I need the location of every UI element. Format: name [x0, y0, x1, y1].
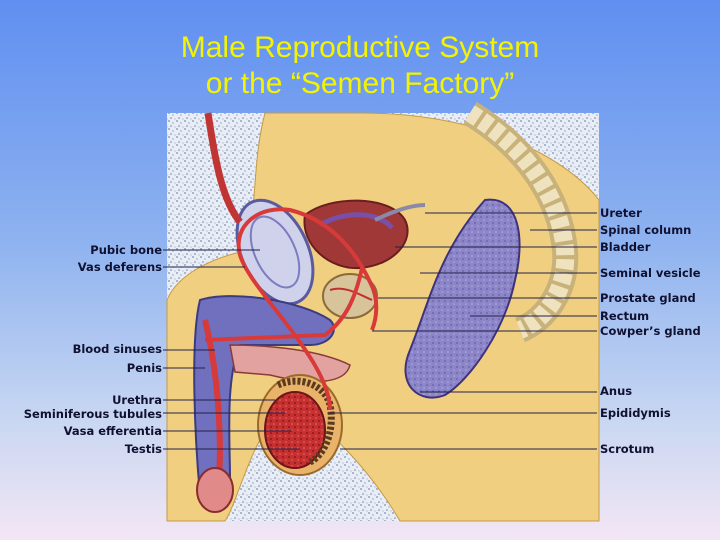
label-bladder: Bladder: [600, 240, 651, 254]
label-seminiferous-tubules: Seminiferous tubules: [23, 407, 162, 421]
spinal-column: [463, 101, 579, 343]
label-prostate-gland: Prostate gland: [600, 291, 696, 305]
label-vasa-efferentia: Vasa efferentia: [63, 424, 162, 438]
testis-shape: [264, 391, 326, 469]
label-penis: Penis: [126, 361, 162, 375]
penis-shape: [193, 295, 335, 505]
title-line-1: Male Reproductive System: [180, 31, 540, 64]
label-pubic-bone: Pubic bone: [90, 243, 162, 257]
label-rectum: Rectum: [600, 309, 650, 323]
label-seminal-vesicle: Seminal vesicle: [600, 266, 701, 280]
epididymis-shape: [276, 377, 335, 466]
rectum-shape: [404, 198, 521, 399]
label-testis: Testis: [124, 442, 162, 456]
label-urethra: Urethra: [112, 393, 162, 407]
label-anus: Anus: [600, 384, 633, 398]
label-cowpers-gland: Cowper’s gland: [600, 324, 701, 338]
label-ureter: Ureter: [600, 206, 642, 220]
label-vas-deferens: Vas deferens: [77, 260, 162, 274]
label-epididymis: Epididymis: [600, 406, 671, 420]
vas-deferens-shape: [236, 207, 379, 411]
slide-title: Male Reproductive System or the “Semen F…: [0, 30, 720, 102]
label-scrotum: Scrotum: [600, 442, 655, 456]
title-line-2: or the “Semen Factory”: [205, 67, 515, 100]
label-blood-sinuses: Blood sinuses: [72, 342, 162, 356]
left-leader-lines: [163, 249, 300, 450]
label-spinal-column: Spinal column: [600, 223, 692, 237]
right-leader-lines: [330, 212, 597, 450]
